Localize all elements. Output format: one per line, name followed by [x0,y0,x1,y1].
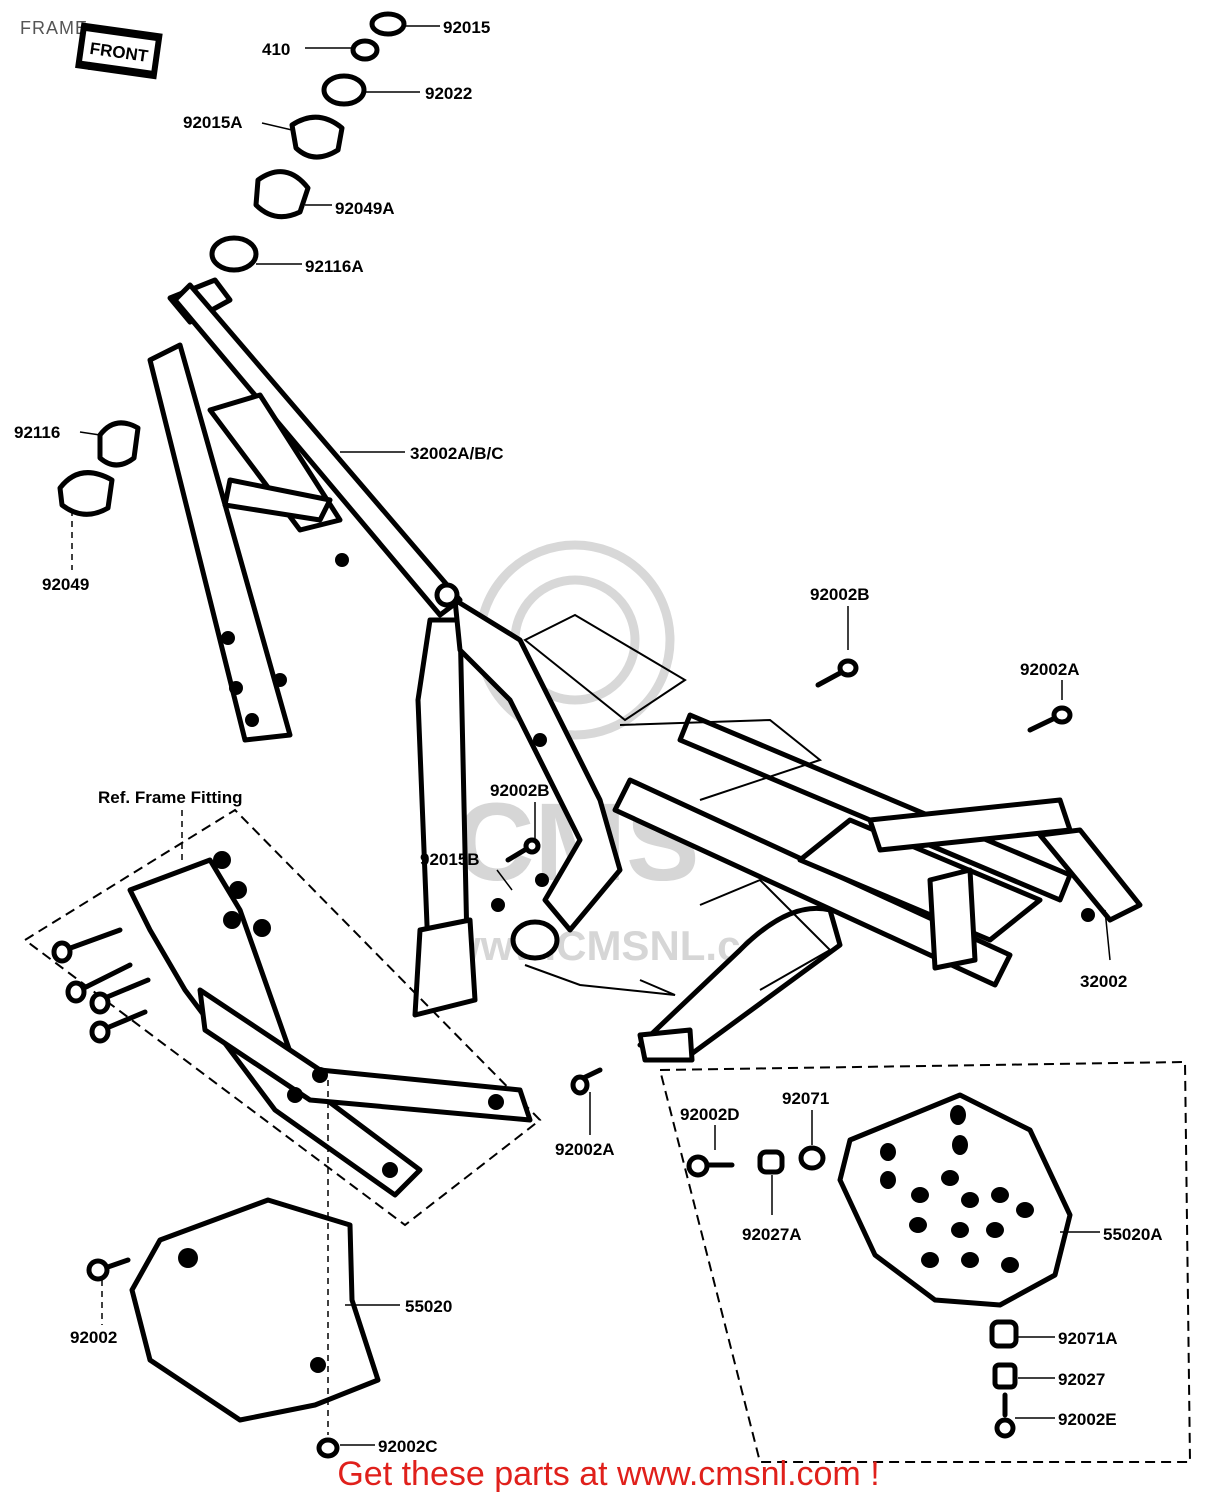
part-label-92049: 92049 [42,575,89,594]
part-label-92002b-top: 92002B [810,585,870,604]
part-label-55020a: 55020A [1103,1225,1163,1244]
part-label-92027a: 92027A [742,1225,802,1244]
part-label-92027: 92027 [1058,1370,1105,1389]
skid-plate-55020 [86,1197,381,1459]
part-label-92002e: 92002E [1058,1410,1117,1429]
part-label-32002: 32002 [1080,972,1127,991]
part-label-92002: 92002 [70,1328,117,1347]
leader-lines [71,25,1111,1446]
part-label-92071a: 92071A [1058,1329,1118,1348]
lower-bearing-parts [57,420,141,517]
part-label-92049a: 92049A [335,199,395,218]
page-title: FRAME [20,18,88,38]
rear-frame-bolts [505,658,1073,1096]
part-label-92002a-bottom: 92002A [555,1140,615,1159]
part-label-92015b: 92015B [420,850,480,869]
part-label-92002a-right: 92002A [1020,660,1080,679]
part-label-92116: 92116 [14,423,60,442]
steering-stack [209,11,407,273]
part-label-92022: 92022 [425,84,472,103]
ref-frame-fitting-note: Ref. Frame Fitting [98,788,243,807]
part-label-92071: 92071 [782,1089,829,1108]
part-label-92015a: 92015A [183,113,243,132]
ref-frame-fitting-panel [23,808,542,1227]
part-label-92116a: 92116A [305,257,364,276]
part-label-92002c: 92002C [378,1437,438,1456]
part-label-55020: 55020 [405,1297,452,1316]
part-label-92015: 92015 [443,18,490,37]
get-parts-link[interactable]: Get these parts at www.cmsnl.com ! [337,1455,880,1493]
part-labels: 92015 410 92022 92015A 92049A 92116A 921… [14,18,1163,1456]
skid-plate-inset-panel [658,1060,1192,1463]
main-frame [147,277,1143,1063]
part-label-410: 410 [262,40,290,59]
part-label-32002abc: 32002A/B/C [410,444,504,463]
engine-outline [523,613,832,996]
part-label-92002d: 92002D [680,1105,740,1124]
part-label-92002b-mid: 92002B [490,781,550,800]
front-logo: FRONT [75,22,163,80]
